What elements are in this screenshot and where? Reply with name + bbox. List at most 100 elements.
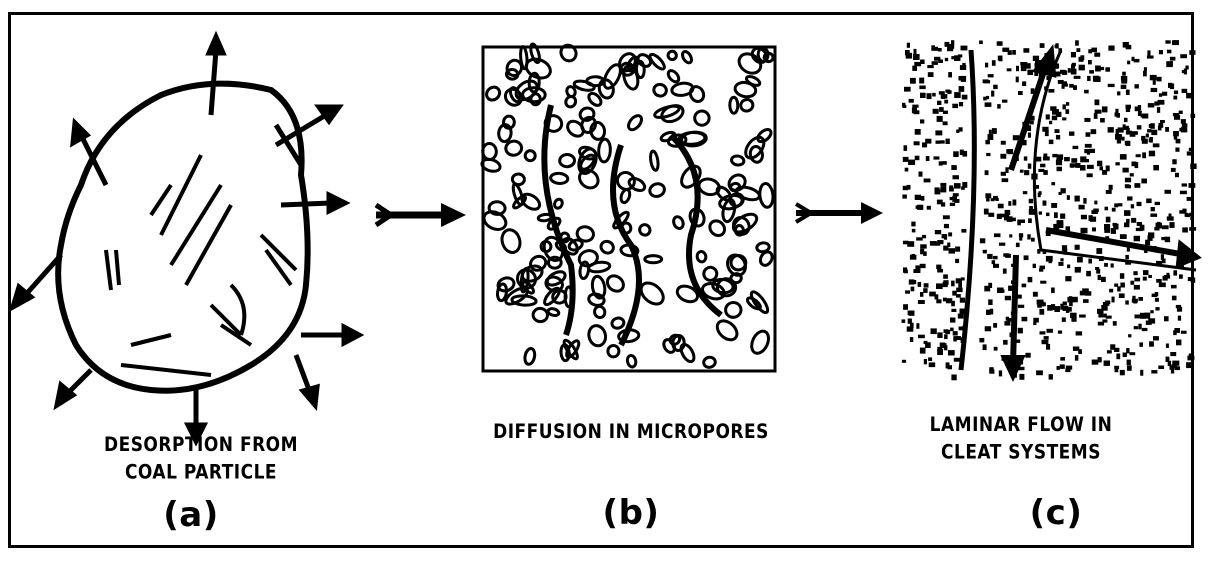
matrix-dot: [1012, 50, 1016, 55]
matrix-dot: [1008, 285, 1013, 291]
matrix-dot: [1071, 316, 1077, 322]
matrix-dot: [1154, 101, 1160, 106]
matrix-dot: [1046, 344, 1051, 350]
matrix-dot: [1142, 152, 1146, 159]
matrix-dot: [1187, 277, 1194, 282]
matrix-dot: [1077, 266, 1081, 271]
matrix-dot: [997, 287, 1004, 293]
pore-shape: [627, 114, 643, 132]
matrix-dot: [1088, 258, 1092, 264]
matrix-dot: [1130, 280, 1135, 285]
matrix-dot: [1190, 277, 1196, 283]
matrix-dot: [1104, 206, 1109, 211]
matrix-dot: [1126, 218, 1130, 223]
matrix-dot: [1078, 64, 1085, 71]
matrix-dot: [1023, 255, 1029, 261]
matrix-dot: [904, 167, 909, 172]
matrix-dot: [1185, 65, 1189, 70]
matrix-dot: [1093, 208, 1099, 213]
matrix-dot: [1034, 62, 1040, 68]
matrix-dot: [920, 92, 926, 98]
matrix-dot: [1133, 58, 1140, 63]
matrix-dot: [1087, 75, 1091, 81]
matrix-dot: [938, 91, 945, 95]
matrix-dot: [952, 196, 957, 202]
matrix-dot: [1084, 149, 1091, 154]
pore-shape: [702, 265, 719, 282]
matrix-dot: [986, 309, 991, 315]
matrix-dot: [1032, 263, 1036, 269]
matrix-dot: [950, 327, 954, 332]
matrix-dot: [1056, 366, 1060, 370]
matrix-dot: [1050, 106, 1057, 111]
matrix-dot: [1088, 49, 1092, 54]
matrix-dot: [1157, 221, 1161, 227]
matrix-dot: [1186, 92, 1193, 99]
matrix-dot: [939, 342, 945, 348]
matrix-dot: [1140, 369, 1144, 376]
arrow-a-to-b: [374, 202, 466, 228]
matrix-dot: [1074, 355, 1079, 361]
matrix-dot: [958, 127, 963, 132]
matrix-dot: [982, 249, 987, 254]
matrix-dot: [1126, 365, 1132, 371]
matrix-dot: [907, 318, 912, 324]
matrix-dot: [1034, 156, 1042, 162]
matrix-dot: [1152, 143, 1160, 148]
pore-shape: [680, 50, 694, 65]
matrix-dot: [1116, 353, 1121, 360]
pore-shape: [610, 316, 626, 330]
matrix-dot: [950, 317, 956, 323]
matrix-dot: [955, 336, 961, 340]
matrix-dot: [956, 294, 961, 298]
matrix-dot: [1172, 40, 1179, 46]
matrix-dot: [918, 171, 923, 177]
matrix-dot: [985, 62, 989, 68]
matrix-dot: [1070, 68, 1077, 75]
caption-c-line1: LAMINAR FLOW IN: [929, 413, 1113, 437]
matrix-dot: [1061, 245, 1068, 252]
matrix-dot: [1072, 296, 1078, 303]
matrix-dot: [1164, 236, 1171, 243]
matrix-dot: [902, 185, 908, 191]
matrix-dot: [1122, 71, 1126, 76]
matrix-dot: [1122, 352, 1127, 357]
matrix-dot: [1096, 248, 1103, 254]
matrix-dot: [1085, 159, 1089, 163]
pore-shape: [481, 142, 498, 161]
matrix-dot: [909, 322, 914, 328]
matrix-dot: [1151, 370, 1158, 374]
tag-b: (b): [602, 493, 660, 533]
matrix-dot: [1125, 44, 1132, 50]
pore-shape: [587, 91, 603, 107]
matrix-dot: [1058, 261, 1064, 266]
matrix-dot: [920, 244, 927, 249]
pore-shape: [577, 147, 598, 175]
pore-shape: [675, 284, 700, 304]
matrix-dot: [929, 241, 937, 246]
matrix-dot: [922, 142, 928, 148]
matrix-dot: [911, 221, 916, 227]
pore-shape: [589, 120, 607, 141]
matrix-dot: [1062, 83, 1068, 87]
matrix-dot: [943, 223, 949, 229]
matrix-dot: [1189, 50, 1196, 55]
pore-shape: [739, 98, 755, 113]
pore-shape: [523, 149, 537, 163]
matrix-dot: [1178, 110, 1183, 114]
matrix-dot: [1118, 293, 1125, 298]
matrix-dot: [985, 95, 990, 100]
pore-shape: [505, 67, 520, 81]
matrix-dot: [1117, 203, 1123, 207]
pore-shape: [749, 290, 770, 315]
matrix-dot: [936, 299, 942, 304]
matrix-dot: [955, 258, 960, 264]
matrix-dot: [1151, 293, 1158, 297]
pore-shape: [750, 329, 771, 355]
matrix-dot: [912, 65, 917, 71]
matrix-dot: [962, 150, 968, 157]
matrix-dot: [1054, 212, 1058, 219]
matrix-dot: [1149, 341, 1154, 347]
matrix-dot: [1114, 112, 1119, 117]
matrix-dot: [943, 234, 948, 240]
